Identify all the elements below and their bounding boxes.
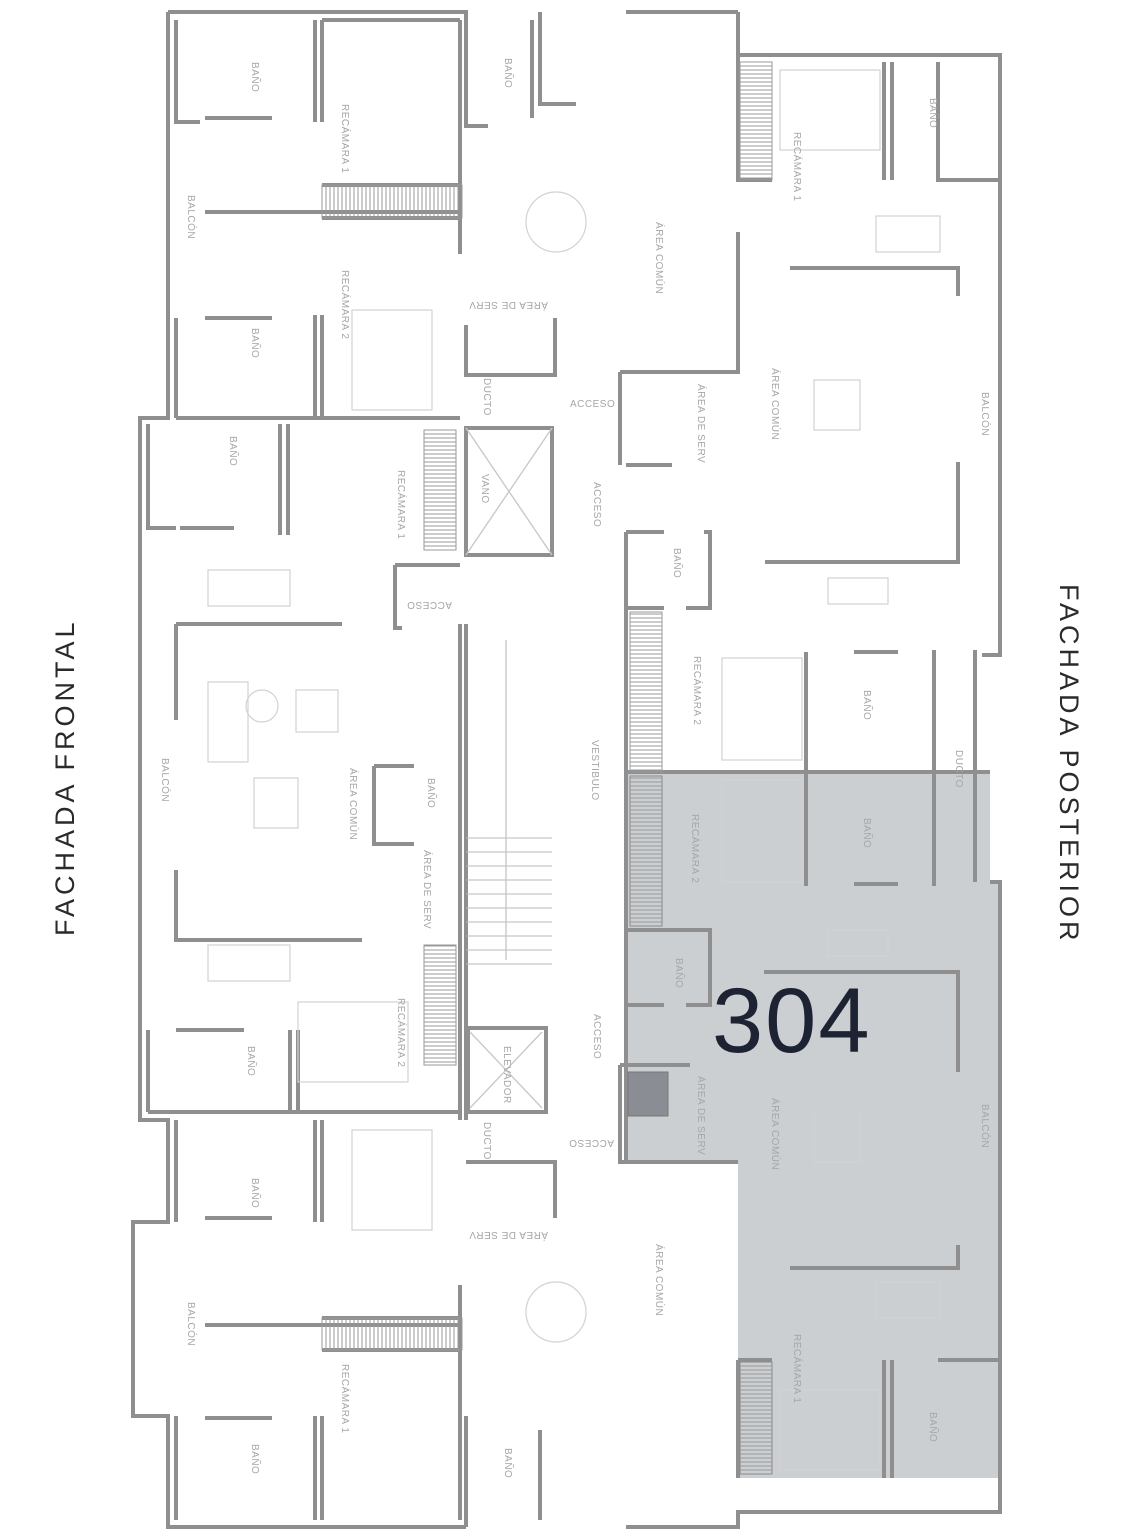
label-vano: VANO bbox=[479, 474, 490, 504]
exterior-walls bbox=[131, 10, 1002, 1529]
label-bano: BAÑO bbox=[927, 98, 940, 128]
interior-walls-left bbox=[146, 18, 462, 1520]
furniture bbox=[207, 69, 941, 1471]
unit-number: 304 bbox=[712, 970, 872, 1072]
label-bano: BAÑO bbox=[249, 62, 262, 92]
label-recamara-2: RECÁMARA 2 bbox=[339, 270, 352, 339]
label-bano: BAÑO bbox=[673, 958, 686, 988]
label-bano: BAÑO bbox=[227, 436, 240, 466]
label-recamara-1: RECÁMARA 1 bbox=[339, 104, 352, 173]
label-bano: BAÑO bbox=[249, 1178, 262, 1208]
label-area-serv: ÁREA DE SERV bbox=[695, 1076, 708, 1155]
label-area-comun: ÁREA COMÚN bbox=[769, 368, 782, 440]
label-ducto: DUCTO bbox=[953, 750, 964, 788]
label-recamara-2: RECÁMARA 2 bbox=[689, 814, 702, 883]
closet-hatching bbox=[321, 61, 773, 1475]
label-acceso: ACCESO bbox=[570, 399, 615, 410]
label-recamara-1: RECÁMARA 1 bbox=[395, 470, 408, 539]
label-area-serv: ÁREA DE SERV bbox=[469, 1229, 548, 1242]
label-ducto: DUCTO bbox=[481, 1122, 492, 1160]
label-elevador: ELEVADOR bbox=[501, 1046, 512, 1104]
label-recamara-1: RECÁMARA 1 bbox=[791, 132, 804, 201]
label-bano: BAÑO bbox=[245, 1046, 258, 1076]
core-walls bbox=[464, 12, 576, 1527]
label-area-serv: ÁREA DE SERV bbox=[469, 299, 548, 312]
label-acceso: ACCESO bbox=[407, 599, 452, 610]
label-recamara-1: RECÁMARA 1 bbox=[339, 1364, 352, 1433]
label-bano: BAÑO bbox=[249, 1444, 262, 1474]
rear-facade-label: FACHADA POSTERIOR bbox=[1054, 584, 1084, 945]
label-bano: BAÑO bbox=[927, 1412, 940, 1442]
room-labels: BAÑO BAÑO RECÁMARA 1 BALCÓN RECÁMARA 2 B… bbox=[159, 58, 992, 1478]
label-acceso: ACCESO bbox=[569, 1137, 614, 1148]
label-area-comun: ÁREA COMÚN bbox=[769, 1098, 782, 1170]
label-area-serv: ÁREA DE SERV bbox=[695, 384, 708, 463]
label-acceso: ACCESO bbox=[591, 482, 602, 527]
label-bano: BAÑO bbox=[502, 58, 515, 88]
label-balcon: BALCÓN bbox=[979, 392, 992, 436]
label-bano: BAÑO bbox=[671, 548, 684, 578]
label-balcon: BALCÓN bbox=[159, 758, 172, 802]
label-area-comun: ÁREA COMÚN bbox=[347, 768, 360, 840]
label-balcon: BALCÓN bbox=[185, 195, 198, 239]
label-acceso: ACCESO bbox=[591, 1014, 602, 1059]
label-area-serv: ÁREA DE SERV bbox=[421, 850, 434, 929]
label-bano: BAÑO bbox=[861, 818, 874, 848]
label-recamara-1: RECÁMARA 1 bbox=[791, 1334, 804, 1403]
label-area-comun: ÁREA COMÚN bbox=[653, 222, 666, 294]
interior-walls-right bbox=[618, 55, 1000, 1478]
front-facade-label: FACHADA FRONTAL bbox=[50, 618, 80, 936]
label-vestibulo: VESTIBULO bbox=[589, 740, 600, 801]
label-ducto: DUCTO bbox=[481, 378, 492, 416]
label-bano: BAÑO bbox=[502, 1448, 515, 1478]
label-recamara-2: RECÁMARA 2 bbox=[395, 998, 408, 1067]
stair-treads bbox=[465, 427, 553, 1109]
label-bano: BAÑO bbox=[249, 328, 262, 358]
label-balcon: BALCÓN bbox=[185, 1302, 198, 1346]
label-bano: BAÑO bbox=[425, 778, 438, 808]
label-bano: BAÑO bbox=[861, 690, 874, 720]
label-balcon: BALCÓN bbox=[979, 1104, 992, 1148]
label-area-comun: ÁREA COMÚN bbox=[653, 1244, 666, 1316]
label-recamara-2: RECÁMARA 2 bbox=[691, 656, 704, 725]
